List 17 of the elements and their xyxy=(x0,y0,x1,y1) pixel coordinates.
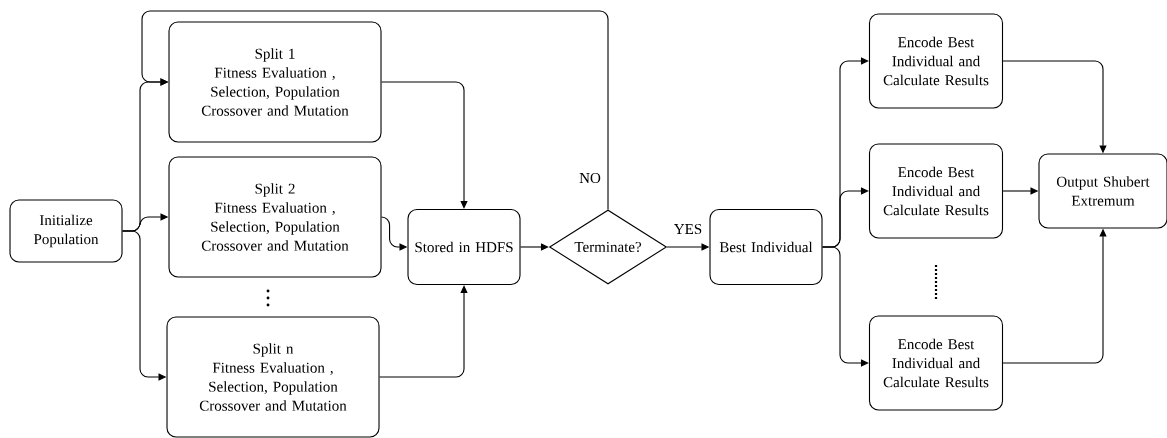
edge-label: YES xyxy=(672,222,704,236)
process-box: Encode Best Individual and Calculate Results xyxy=(868,13,1004,109)
process-box: Split n Fitness Evaluation , Selection, Population Crossover and Mutation xyxy=(166,316,380,438)
process-box: Encode Best Individual and Calculate Results xyxy=(868,143,1004,239)
arrow xyxy=(141,10,609,210)
process-box: Split 2 Fitness Evaluation , Selection, Population Crossover and Mutation xyxy=(168,156,382,278)
process-box: Encode Best Individual and Calculate Results xyxy=(868,315,1004,411)
process-box: Output Shubert Extremum xyxy=(1038,153,1167,229)
process-box: Split 1 Fitness Evaluation , Selection, Population Crossover and Mutation xyxy=(168,21,382,143)
arrow xyxy=(822,246,869,367)
arrow xyxy=(520,243,549,251)
edge-label: NO xyxy=(578,171,602,185)
arrow xyxy=(379,285,468,378)
process-box: Best Individual xyxy=(709,208,823,286)
process-box: Stored in HDFS xyxy=(407,208,521,286)
process-box: Initialize Population xyxy=(9,199,123,263)
arrow xyxy=(381,81,468,209)
